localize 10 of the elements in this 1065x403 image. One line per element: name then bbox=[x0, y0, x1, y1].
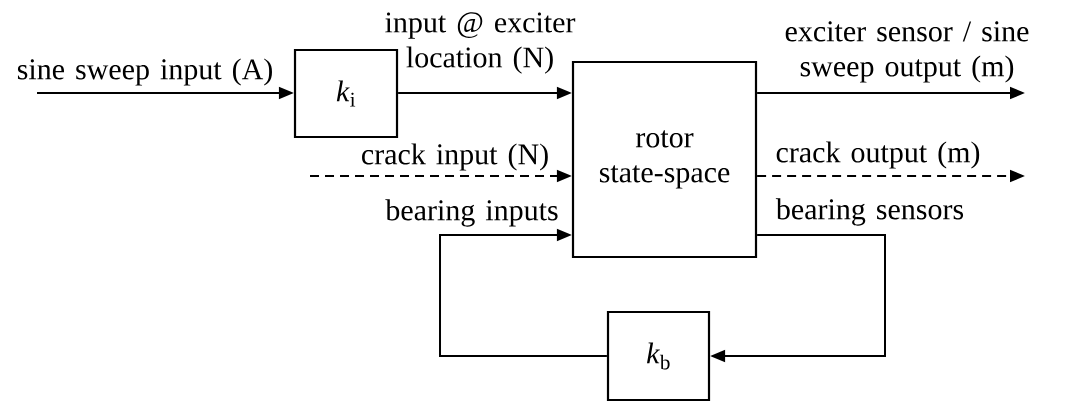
block-box: k$_{b}$ bbox=[606, 310, 711, 402]
edge-label: bearing inputs bbox=[385, 199, 558, 227]
edge-label: crack output (m) bbox=[776, 141, 980, 169]
edge-label: exciter sensor / sine sweep output (m) bbox=[785, 21, 1029, 83]
edge-label: crack input (N) bbox=[362, 143, 548, 171]
arrow bbox=[439, 228, 608, 357]
block-box: k$_{i}$ bbox=[293, 48, 399, 139]
edge-label: sine sweep input (A) bbox=[17, 58, 272, 86]
edge-label: bearing sensors bbox=[775, 198, 964, 226]
block-box: rotor state-space bbox=[571, 60, 758, 259]
